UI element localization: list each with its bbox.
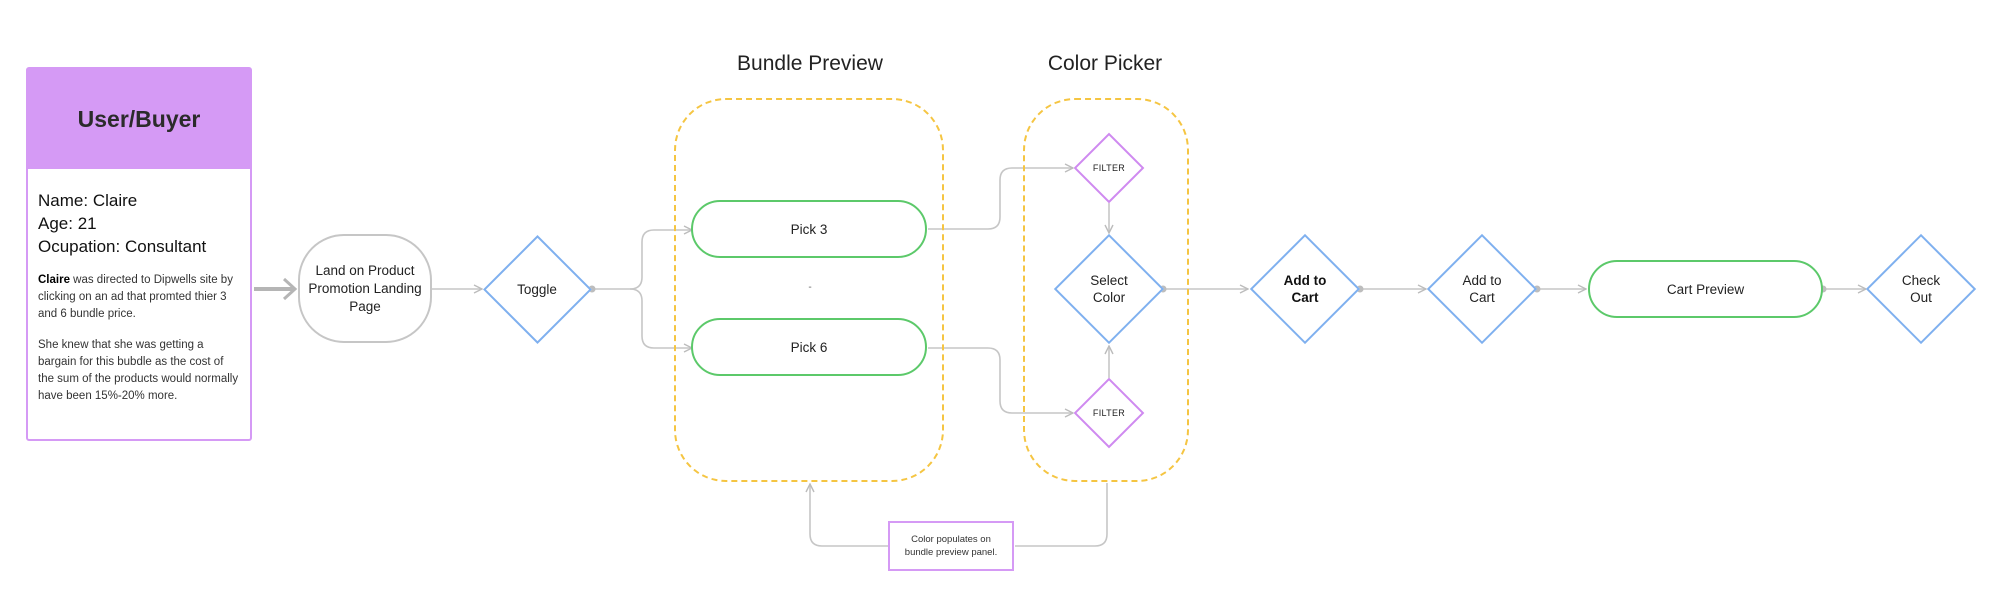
toggle-node[interactable]: Toggle xyxy=(482,234,592,344)
filter-top-node[interactable]: FILTER xyxy=(1073,132,1145,204)
add-to-cart-2-label: Add to Cart xyxy=(1462,273,1502,305)
persona-name: Name: Claire xyxy=(38,191,138,210)
connector-pick3-filter xyxy=(928,168,1073,230)
landing-page-node[interactable]: Land on Product Promotion Landing Page xyxy=(298,234,432,343)
connector-pick6-filter xyxy=(928,347,1073,413)
bundle-preview-panel xyxy=(674,98,944,482)
cart-preview-button[interactable]: Cart Preview xyxy=(1588,260,1823,318)
connector-persona-landing-head xyxy=(282,277,298,301)
check-out-node[interactable]: Check Out xyxy=(1865,233,1977,345)
persona-header: User/Buyer xyxy=(28,69,250,169)
separator-mark: - xyxy=(808,282,812,293)
connector-picker-note xyxy=(1015,483,1108,547)
persona-story-2: She knew that she was getting a bargain … xyxy=(38,339,239,402)
toggle-label: Toggle xyxy=(517,281,557,297)
persona-body: Name: Claire Age: 21 Ocupation: Consulta… xyxy=(28,169,250,405)
filter-top-label: FILTER xyxy=(1092,162,1126,173)
pick-6-button[interactable]: Pick 6 xyxy=(691,318,927,376)
persona-age: Age: 21 xyxy=(38,214,97,233)
pick-3-button[interactable]: Pick 3 xyxy=(691,200,927,258)
connector-toggle-pick3 xyxy=(592,230,692,290)
bundle-preview-title: Bundle Preview xyxy=(737,52,883,75)
color-populates-note: Color populates on bundle preview panel. xyxy=(888,521,1014,571)
connector-toggle-pick6 xyxy=(629,288,692,348)
add-to-cart-node-2[interactable]: Add to Cart xyxy=(1426,233,1538,345)
persona-occupation: Ocupation: Consultant xyxy=(38,237,207,256)
add-to-cart-node-1[interactable]: Add to Cart xyxy=(1249,233,1361,345)
add-to-cart-1-label: Add to Cart xyxy=(1283,273,1327,305)
select-color-label: Select Color xyxy=(1090,273,1128,305)
persona-card: User/Buyer Name: Claire Age: 21 Ocupatio… xyxy=(26,67,252,441)
filter-bottom-node[interactable]: FILTER xyxy=(1073,377,1145,449)
color-picker-panel xyxy=(1023,98,1189,482)
persona-story: Claire was directed to Dipwells site by … xyxy=(38,274,233,320)
check-out-label: Check Out xyxy=(1901,273,1941,305)
connector-note-bundle xyxy=(810,484,888,547)
select-color-node[interactable]: Select Color xyxy=(1053,233,1165,345)
filter-bottom-label: FILTER xyxy=(1092,407,1126,418)
color-picker-title: Color Picker xyxy=(1047,52,1163,75)
